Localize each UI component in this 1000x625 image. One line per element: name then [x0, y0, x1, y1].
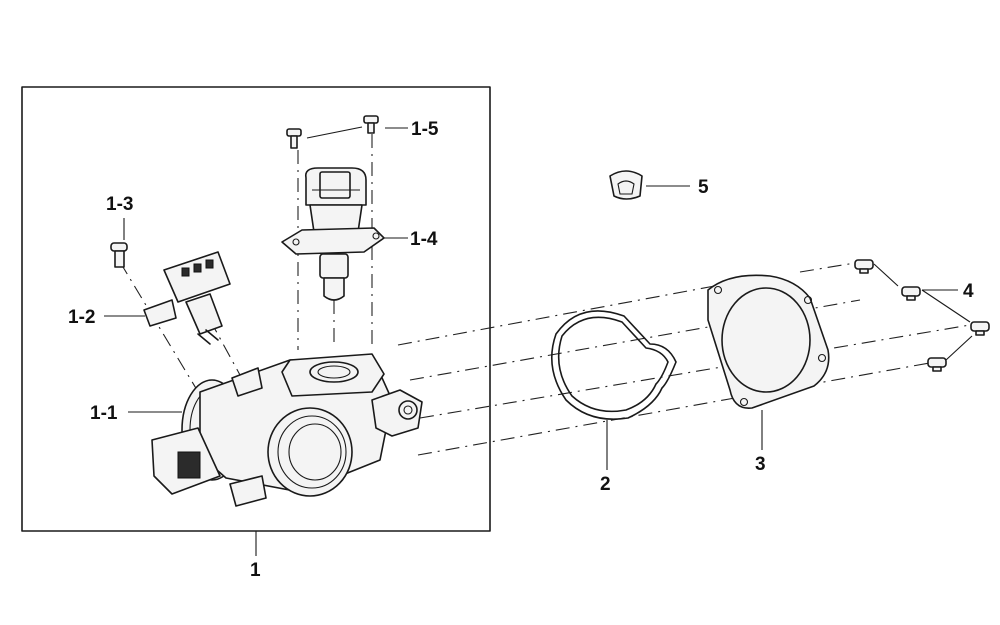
clip-5	[609, 170, 690, 200]
label-4: 4	[963, 281, 974, 302]
label-1-4: 1-4	[410, 229, 438, 250]
screw-1-5	[286, 115, 379, 149]
flange-gasket-3	[707, 274, 830, 450]
idle-valve-1-4	[281, 167, 385, 301]
throttle-body-1	[151, 353, 423, 507]
label-1-3: 1-3	[106, 194, 133, 215]
label-1: 1	[250, 560, 261, 581]
label-2: 2	[600, 474, 611, 495]
screw-1-3	[110, 218, 128, 268]
label-5: 5	[698, 177, 709, 198]
label-1-2: 1-2	[68, 307, 95, 328]
bolts-4	[854, 259, 990, 372]
sensor-1-2	[143, 251, 231, 345]
label-3: 3	[755, 454, 766, 475]
o-ring-2	[550, 310, 677, 470]
label-1-5: 1-5	[411, 119, 439, 140]
label-1-1: 1-1	[90, 403, 118, 424]
leader-lines	[104, 127, 408, 556]
